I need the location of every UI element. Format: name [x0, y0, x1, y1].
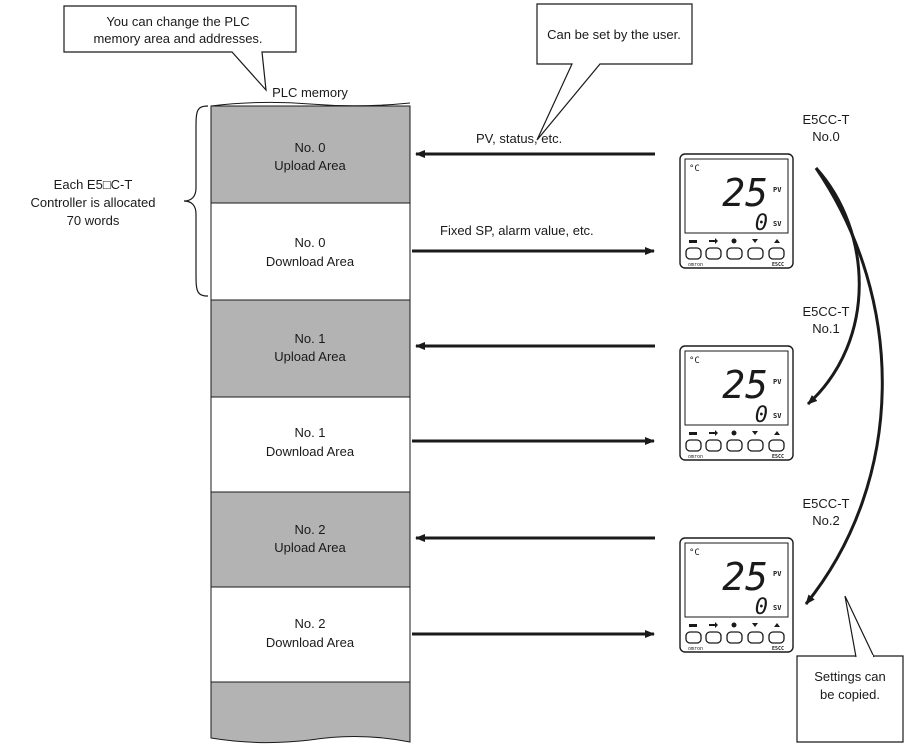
upload-arrow-label: PV, status, etc. — [476, 131, 562, 146]
memory-block-label: No. 2 — [294, 522, 325, 537]
callout-settings-line-1: Settings can — [814, 669, 886, 684]
sv-value: 0 — [755, 595, 768, 620]
controller-0-number: No.0 — [812, 129, 839, 144]
sv-label: SV — [773, 412, 782, 420]
pv-label: PV — [773, 570, 782, 578]
model-mark: E5CC — [772, 454, 784, 460]
allocation-brace: Each E5□C-T Controller is allocated 70 w… — [30, 105, 209, 297]
memory-block-label: No. 0 — [294, 235, 325, 250]
memory-column: No. 0 Upload Area No. 0 Download Area No… — [210, 101, 411, 744]
unit-label: °C — [689, 356, 700, 366]
memory-block-label: Upload Area — [274, 158, 346, 173]
memory-block-label: No. 1 — [294, 331, 325, 346]
memory-block-download-2 — [210, 586, 411, 683]
memory-block-label: Upload Area — [274, 349, 346, 364]
model-mark: E5CC — [772, 646, 784, 652]
memory-block-label: Download Area — [266, 254, 355, 269]
brand-mark: omron — [688, 646, 703, 652]
callout-plc-memory-change: You can change the PLC memory area and a… — [63, 5, 297, 92]
controller-2-number: No.2 — [812, 513, 839, 528]
plc-memory-title: PLC memory — [272, 85, 348, 100]
callout-user-settable: Can be set by the user. — [536, 3, 693, 141]
unit-label: °C — [689, 164, 700, 174]
pv-value: 25 — [722, 555, 768, 599]
copy-arrows — [804, 166, 884, 605]
key-row — [685, 247, 785, 260]
key-icons — [689, 430, 780, 436]
memory-block-upload-2 — [210, 491, 411, 588]
sv-label: SV — [773, 604, 782, 612]
memory-block-download-0 — [210, 202, 411, 301]
key-row — [685, 631, 785, 644]
model-mark: E5CC — [772, 262, 784, 268]
transfer-arrows: PV, status, etc. Fixed SP, alarm value, … — [412, 131, 655, 638]
sv-value: 0 — [755, 211, 768, 236]
copy-arrow-to-1 — [806, 166, 861, 406]
memory-block-download-1 — [210, 396, 411, 493]
key-icons — [689, 622, 780, 628]
memory-block-label: Upload Area — [274, 540, 346, 555]
callout-settings-line-2: be copied. — [820, 687, 880, 702]
brand-mark: omron — [688, 262, 703, 268]
controller-1-number: No.1 — [812, 321, 839, 336]
key-icons — [689, 238, 780, 244]
pv-label: PV — [773, 378, 782, 386]
copy-arrow-to-2 — [804, 167, 884, 605]
memory-block-tail — [210, 681, 411, 744]
pv-label: PV — [773, 186, 782, 194]
brace-label-line-2: Controller is allocated — [30, 195, 155, 210]
callout-user-settable-text: Can be set by the user. — [547, 27, 681, 42]
memory-block-label: No. 1 — [294, 425, 325, 440]
memory-block-upload-0 — [210, 105, 411, 204]
callout-settings-copied: Settings can be copied. — [796, 595, 904, 743]
memory-block-label: No. 0 — [294, 140, 325, 155]
memory-block-label: Download Area — [266, 635, 355, 650]
sv-value: 0 — [755, 403, 768, 428]
unit-label: °C — [689, 548, 700, 558]
controller-1-model: E5CC-T — [803, 304, 850, 319]
memory-top-edge — [210, 101, 411, 107]
pv-value: 25 — [722, 363, 768, 407]
download-arrow-label: Fixed SP, alarm value, etc. — [440, 223, 594, 238]
brace-label-line-1: Each E5□C-T — [54, 177, 133, 192]
controller-2-model: E5CC-T — [803, 496, 850, 511]
callout-plc-memory-line-2: memory area and addresses. — [93, 31, 262, 46]
controller-0-model: E5CC-T — [803, 112, 850, 127]
brace-label-line-3: 70 words — [67, 213, 120, 228]
brand-mark: omron — [688, 454, 703, 460]
controller-1: °C 25 PV 0 SV omron E5CC — [679, 345, 794, 461]
sv-label: SV — [773, 220, 782, 228]
controller-2: °C 25 PV 0 SV omron E5CC — [679, 537, 794, 653]
memory-block-label: No. 2 — [294, 616, 325, 631]
memory-block-upload-1 — [210, 299, 411, 398]
callout-plc-memory-line-1: You can change the PLC — [106, 14, 249, 29]
pv-value: 25 — [722, 171, 768, 215]
key-row — [685, 439, 785, 452]
memory-block-label: Download Area — [266, 444, 355, 459]
controller-0: °C 25 PV 0 SV omron E5CC — [679, 153, 794, 269]
